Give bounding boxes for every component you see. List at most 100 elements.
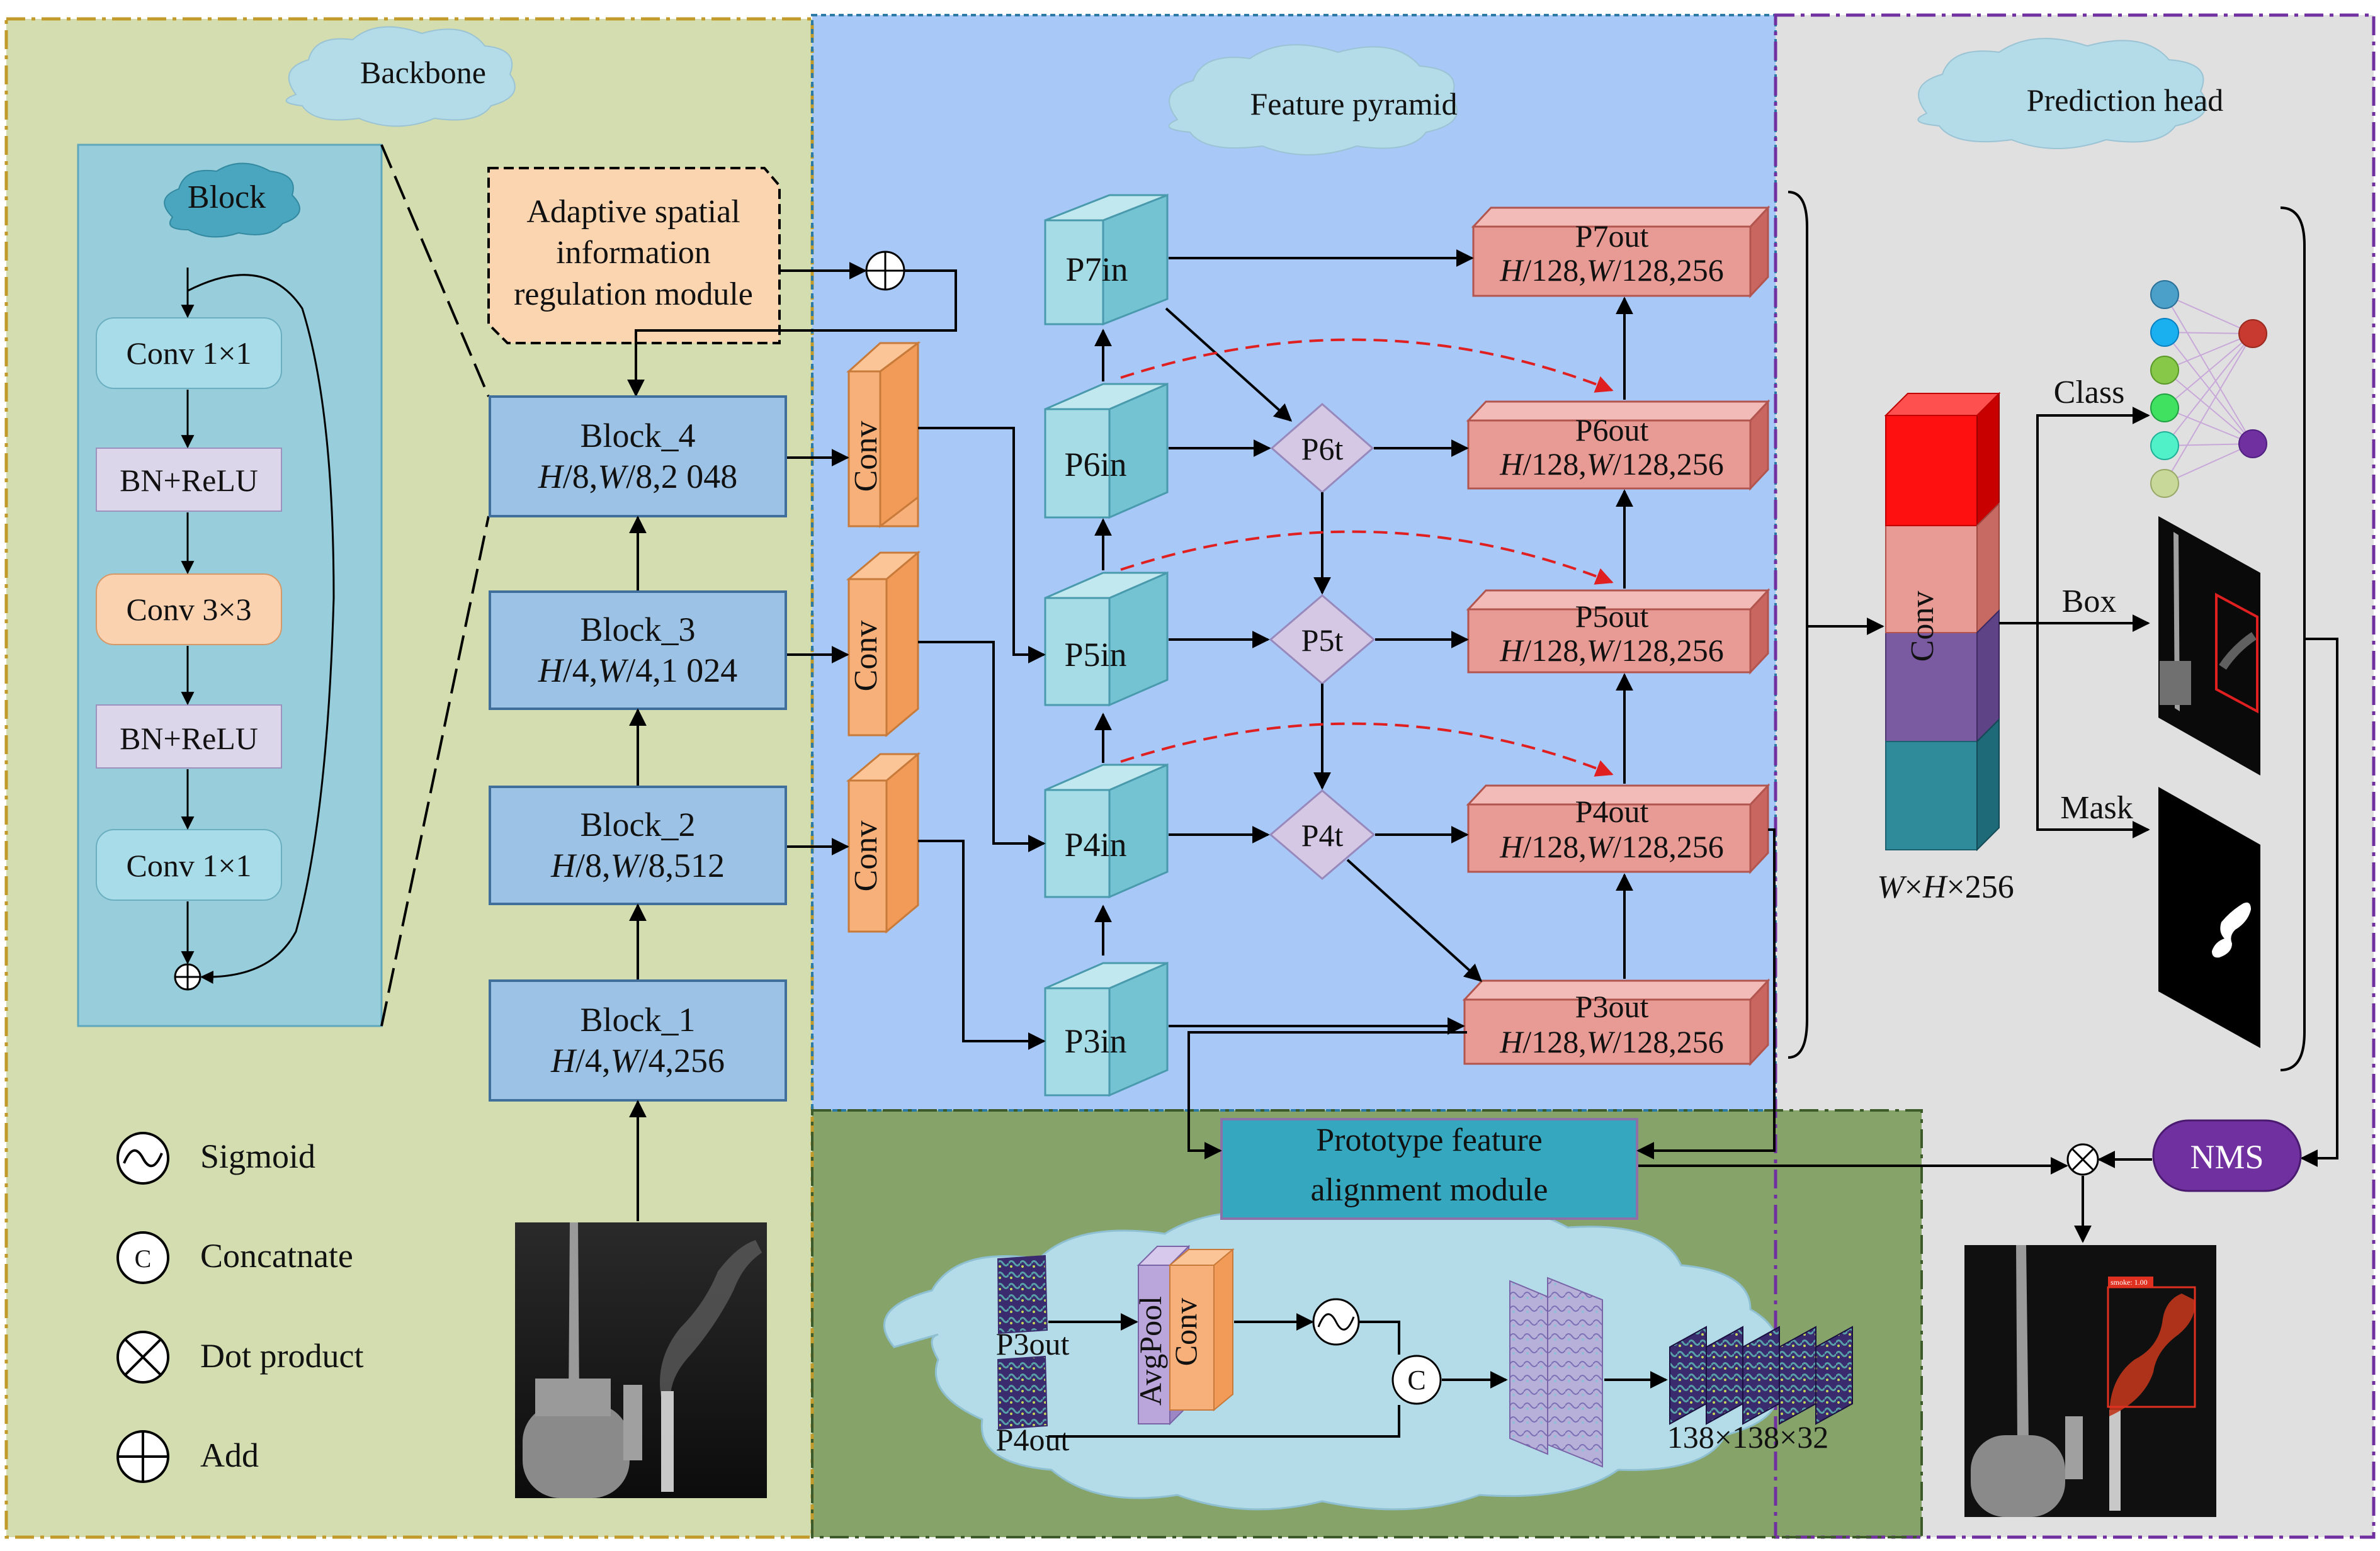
p6t-label: P6t: [1301, 431, 1344, 466]
p5out-name: P5out: [1575, 599, 1649, 634]
conv-4-label: Conv: [848, 421, 884, 492]
block-3: Block_3 H/4,W/4,1 024: [489, 590, 787, 710]
pfa-p4-label: P4out: [996, 1422, 1070, 1457]
p4out-dims: H/128,W/128,256: [1499, 829, 1724, 864]
mask-output-image: [2158, 787, 2260, 1048]
pout-nodes: P7out H/128,W/128,256 P6out H/128,W/128,…: [1462, 205, 1771, 1066]
box-output-image: [2158, 516, 2260, 776]
block-1-name: Block_1: [581, 1001, 696, 1039]
legend-add-label: Add: [200, 1436, 259, 1474]
p5out: P5out H/128,W/128,256: [1466, 588, 1771, 675]
p4out: P4out H/128,W/128,256: [1466, 783, 1771, 874]
lateral-convs: Conv Conv Conv: [787, 341, 921, 934]
block-layer-conv1: Conv 1×1: [126, 336, 251, 371]
legend-sigmoid-label: Sigmoid: [200, 1137, 315, 1175]
pin-nodes: P7in P6in P5in P4in P3in: [1044, 193, 1169, 1097]
pfa-p4-feature: P4out: [996, 1355, 1070, 1457]
input-image: [515, 1222, 767, 1498]
p6in-label: P6in: [1064, 446, 1126, 483]
final-detection-image: smoke: 1.00: [1964, 1245, 2216, 1517]
block-3-dims: H/4,W/4,1 024: [538, 651, 738, 689]
conv-4: Conv: [846, 341, 921, 529]
pfa-prototype-maps: [1509, 1277, 1603, 1468]
block-1: Block_1 H/4,W/4,256: [489, 979, 787, 1102]
pfa-p3-feature: P3out: [996, 1255, 1069, 1362]
legend-concat-label: Concatnate: [200, 1237, 353, 1275]
p3in-label: P3in: [1064, 1022, 1126, 1060]
concat-icon: [116, 1231, 169, 1284]
block-4: Block_4 H/8,W/8,2 048: [489, 395, 787, 517]
pyramid-title: Feature pyramid: [1168, 44, 1458, 155]
p3out-dims: H/128,W/128,256: [1499, 1024, 1724, 1059]
block-1-dims: H/4,W/4,256: [550, 1042, 725, 1080]
class-network-icon: [2150, 280, 2267, 498]
block-layer-bnrelu1: BN+ReLU: [120, 463, 258, 498]
box-label: Box: [2062, 584, 2117, 619]
p7in: P7in: [1044, 193, 1169, 326]
nms-node: NMS: [2152, 1119, 2302, 1192]
p7out: P7out H/128,W/128,256: [1471, 205, 1771, 298]
p4in-label: P4in: [1064, 826, 1126, 864]
pfa-avgpool-label: AvgPool: [1133, 1296, 1168, 1406]
class-label: Class: [2054, 375, 2125, 410]
block-2-dims: H/8,W/8,512: [550, 847, 725, 884]
block-detail-title: Block: [188, 179, 266, 215]
pt-nodes: P6t P5t P4t: [1269, 403, 1376, 880]
pfa-sigmoid-icon: [1312, 1298, 1360, 1346]
block-3-name: Block_3: [581, 611, 696, 648]
asir-line2: information: [556, 235, 711, 271]
block-4-name: Block_4: [581, 417, 696, 454]
block-detail: Block Conv 1×1 BN+ReLU Conv 3×3 BN+ReLU …: [77, 144, 490, 1027]
p4out-name: P4out: [1575, 794, 1649, 829]
legend-dot: Dot product: [116, 1331, 363, 1384]
block-2-name: Block_2: [581, 806, 696, 843]
asir-line3: regulation module: [514, 276, 753, 312]
p3in: P3in: [1044, 961, 1169, 1097]
p3out-name: P3out: [1575, 989, 1649, 1024]
legend-dot-label: Dot product: [200, 1337, 363, 1375]
p6out-name: P6out: [1575, 412, 1649, 448]
legend-add: Add: [116, 1430, 259, 1483]
svg-text:C: C: [1407, 1365, 1425, 1396]
pfa-size-label: 138×138×32: [1667, 1419, 1828, 1455]
pfa-output-stack: 138×138×32: [1667, 1326, 1853, 1455]
p5t-label: P5t: [1301, 623, 1344, 658]
block-4-dims: H/8,W/8,2 048: [538, 458, 738, 495]
pfa-title-line2: alignment module: [1311, 1172, 1548, 1208]
p6out: P6out H/128,W/128,256: [1466, 399, 1771, 491]
p4t: P4t: [1269, 789, 1376, 880]
conv-3: Conv: [846, 550, 921, 738]
pfa-title-line1: Prototype feature: [1316, 1122, 1543, 1158]
block-layer-conv1b: Conv 1×1: [126, 848, 251, 883]
prediction-head-title: Prediction head: [1917, 38, 2223, 149]
block-layer-bnrelu2: BN+ReLU: [120, 721, 258, 756]
block-layer-conv3: Conv 3×3: [126, 592, 251, 627]
detection-label: smoke: 1.00: [2111, 1278, 2148, 1287]
block-2: Block_2 H/8,W/8,512: [489, 786, 787, 905]
legend: Sigmoid C Concatnate Dot product Add: [116, 1132, 363, 1483]
block-detail-add-icon: [174, 963, 201, 991]
pfa-title-box: Prototype feature alignment module: [1220, 1118, 1638, 1220]
conv-2-label: Conv: [848, 821, 884, 892]
block-detail-layers: Conv 1×1 BN+ReLU Conv 3×3 BN+ReLU Conv 1…: [96, 317, 282, 901]
p4t-label: P4t: [1301, 818, 1344, 853]
pfa-concat-icon: C: [1391, 1355, 1442, 1405]
p5out-dims: H/128,W/128,256: [1499, 633, 1724, 668]
legend-sigmoid: Sigmoid: [116, 1132, 315, 1185]
p6in: P6in: [1044, 382, 1169, 519]
conv-3-label: Conv: [848, 621, 884, 692]
pfa-conv-label: Conv: [1168, 1298, 1203, 1366]
p3out: P3out H/128,W/128,256: [1462, 978, 1771, 1066]
head-conv-stack: Conv W×H×256: [1877, 392, 2014, 905]
p4in: P4in: [1044, 763, 1169, 899]
p7in-label: P7in: [1065, 251, 1128, 288]
pyramid-label: Feature pyramid: [1250, 86, 1457, 121]
p5in: P5in: [1044, 571, 1169, 707]
asir-add-icon: [865, 251, 905, 291]
head-brace-right: [2280, 206, 2338, 1167]
asir-line1: Adaptive spatial: [526, 194, 740, 230]
p5in-label: P5in: [1064, 636, 1126, 674]
backbone-label: Backbone: [360, 55, 486, 90]
p6out-dims: H/128,W/128,256: [1499, 446, 1724, 482]
